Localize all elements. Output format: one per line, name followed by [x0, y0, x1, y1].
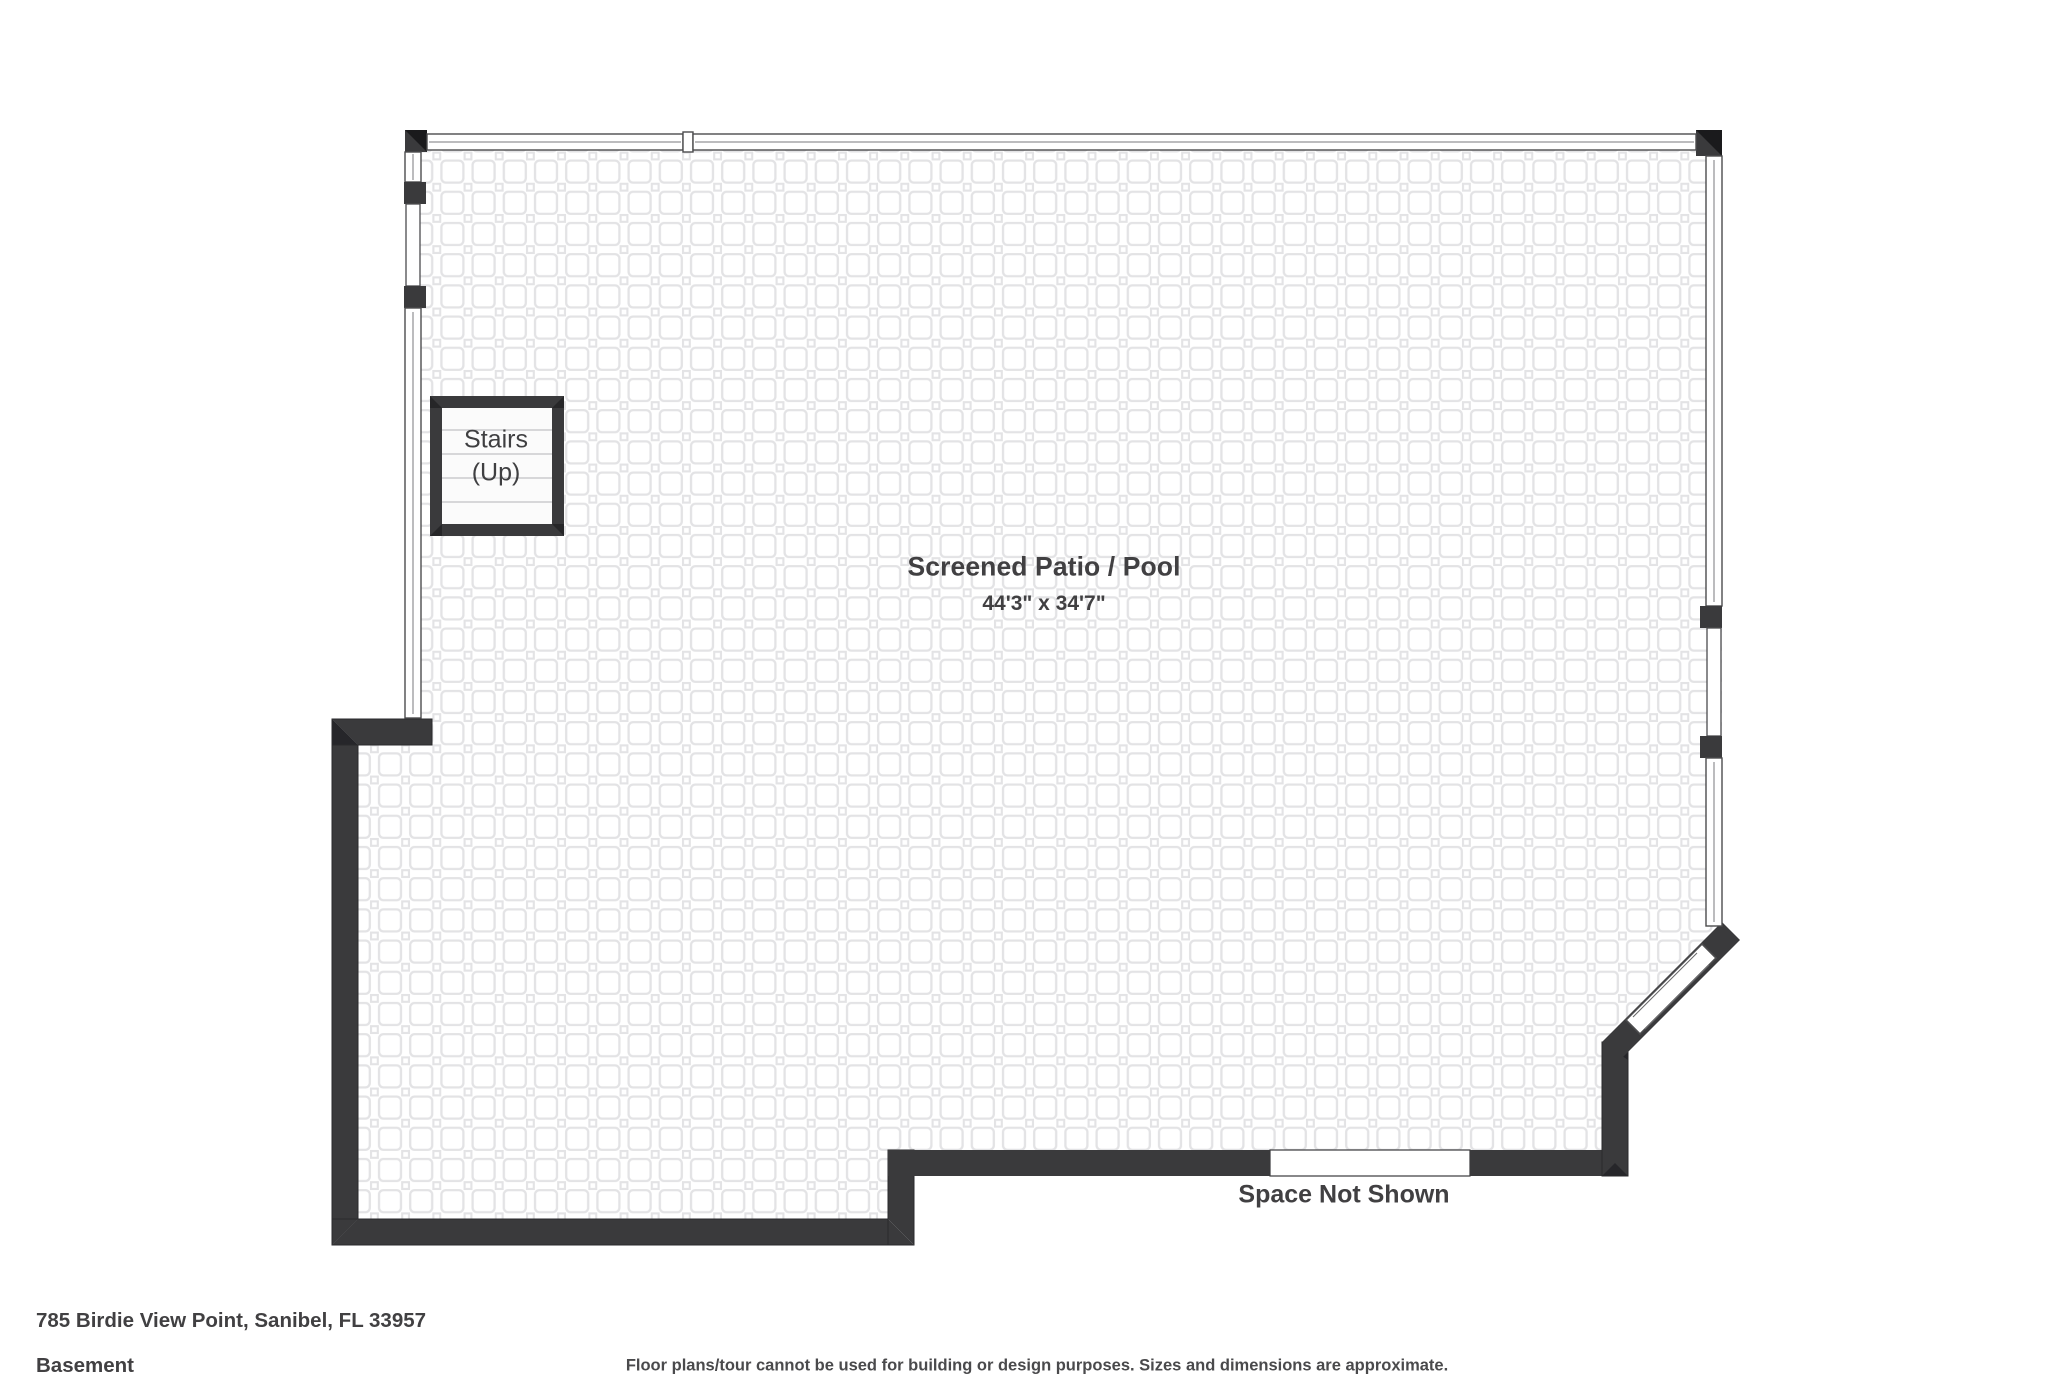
post-left-upper	[404, 182, 426, 204]
screen-walls	[404, 131, 1723, 927]
post-top-left	[405, 130, 427, 152]
floor-level-label: Basement	[36, 1354, 134, 1377]
wall-step-left-top	[331, 718, 433, 746]
screen-wall-right-lower	[1705, 757, 1723, 927]
stairs-label-line2: (Up)	[471, 458, 521, 487]
room-dimensions-label: 44'3" x 34'7"	[982, 592, 1106, 615]
patio-floor-fill	[338, 145, 1722, 1245]
screen-wall-right-upper	[1705, 155, 1723, 607]
bottom-doorway-opening	[1269, 1149, 1471, 1177]
post-right-upper	[1700, 606, 1722, 628]
post-right-lower	[1700, 736, 1722, 758]
stairs-label-line1: Stairs	[464, 425, 528, 454]
stairs-element	[430, 396, 564, 536]
wall-bottom-segment-a	[888, 1150, 1270, 1176]
property-address: 785 Birdie View Point, Sanibel, FL 33957	[36, 1309, 427, 1332]
screen-wall-left-upper	[405, 203, 421, 287]
diagonal-screen-insert	[1624, 942, 1718, 1036]
post-top-right	[1696, 130, 1722, 156]
screen-wall-left-door	[404, 151, 422, 183]
disclaimer-text: Floor plans/tour cannot be used for buil…	[625, 1356, 1449, 1375]
solid-walls	[331, 130, 1740, 1246]
post-left-mid	[404, 286, 426, 308]
space-not-shown-label: Space Not Shown	[1238, 1180, 1450, 1209]
wall-bottom-left	[331, 1218, 915, 1246]
wall-bottom-segment-b	[1470, 1150, 1628, 1176]
screen-wall-top-left	[426, 133, 684, 151]
screen-wall-left-lower	[404, 307, 422, 719]
room-name-label: Screened Patio / Pool	[907, 551, 1181, 582]
screen-post-top-break	[682, 131, 694, 153]
floor-area	[338, 145, 1722, 1245]
wall-left-lower	[331, 718, 359, 1246]
screen-wall-right-door	[1706, 627, 1722, 737]
screen-wall-top-right	[692, 133, 1697, 151]
